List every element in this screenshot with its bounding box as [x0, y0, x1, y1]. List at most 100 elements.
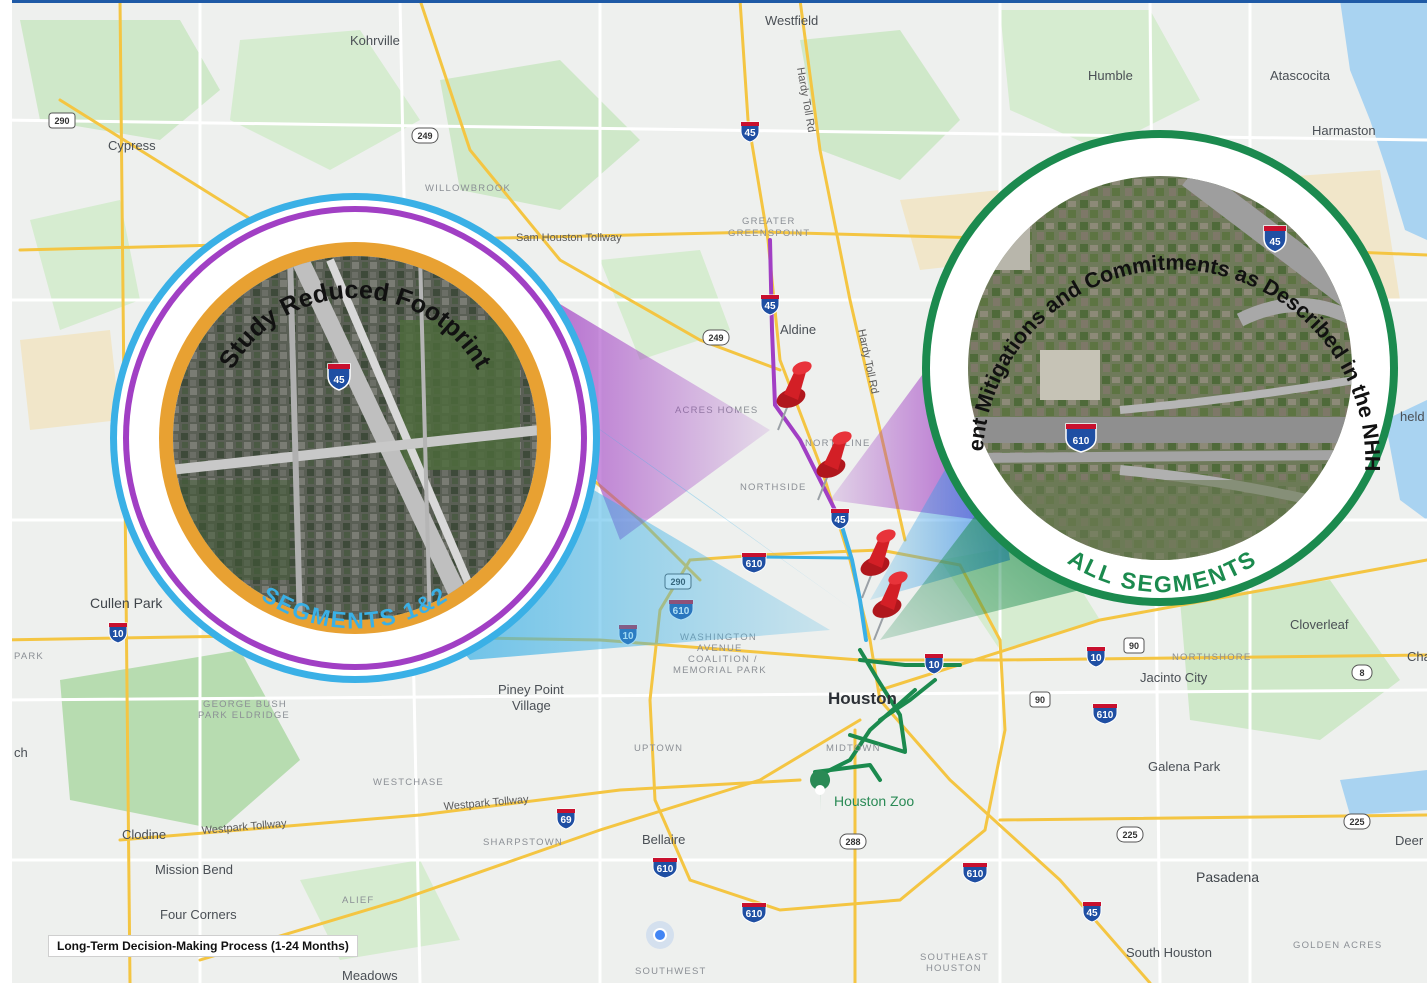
neighborhood-labels: WILLOWBROOK GREATER GREENSPOINT ACRES HO… — [198, 183, 1382, 977]
beam-purple-left — [520, 280, 770, 540]
place-south-houston: South Houston — [1126, 945, 1212, 960]
shield-number: 45 — [744, 128, 756, 139]
shield-number: 610 — [746, 909, 763, 920]
hood-avenue: AVENUE — [697, 643, 743, 654]
hood-westchase: WESTCHASE — [373, 777, 444, 788]
place-kohrville: Kohrville — [350, 33, 400, 48]
shield-number: 10 — [112, 629, 124, 640]
place-meadows: Meadows — [342, 968, 398, 983]
place-clodine: Clodine — [122, 827, 166, 842]
shield-number: 90 — [1035, 695, 1045, 705]
shield-288-icon: 288 — [839, 833, 867, 850]
shield-number: 90 — [1129, 641, 1139, 651]
shield-90-icon: 90 — [1029, 691, 1051, 708]
shield-69-icon: 69 — [556, 808, 576, 830]
shield-45-icon: 45 — [760, 294, 780, 316]
shield-10-icon: 10 — [108, 622, 128, 644]
shield-number: 10 — [1090, 653, 1102, 664]
hood-golden-acres: GOLDEN ACRES — [1293, 940, 1382, 951]
place-galena-park: Galena Park — [1148, 759, 1221, 774]
shield-45-icon: 45 — [830, 508, 850, 530]
shield-number: 45 — [764, 301, 776, 312]
place-cypress: Cypress — [108, 138, 156, 153]
shield-number: 290 — [54, 116, 69, 126]
shield-number: 249 — [417, 131, 432, 141]
place-houston: Houston — [828, 689, 897, 708]
aerial-right-shield-610: 610 — [1065, 423, 1097, 453]
svg-text:45: 45 — [333, 375, 345, 386]
hood-park-eldridge: PARK ELDRIDGE — [198, 710, 290, 721]
current-location-icon — [646, 921, 674, 949]
hood-sharpstown: SHARPSTOWN — [483, 837, 563, 848]
callout-left: 45 Study Reduced Footprint SEGMENTS 1&2 — [110, 193, 600, 683]
shield-290-icon: 290 — [48, 112, 76, 129]
place-park: PARK — [14, 651, 44, 662]
shield-610-icon: 610 — [741, 902, 767, 924]
hood-willowbrook: WILLOWBROOK — [425, 183, 511, 194]
hood-southeast: SOUTHEAST — [920, 952, 989, 963]
shield-249-icon: 249 — [702, 329, 730, 346]
shield-number: 288 — [845, 837, 860, 847]
place-houston-zoo: Houston Zoo — [834, 793, 914, 809]
place-aldine: Aldine — [780, 322, 816, 337]
top-accent-bar — [0, 0, 1427, 3]
aerial-photo-left — [173, 256, 537, 620]
shield-number: 45 — [834, 515, 846, 526]
shield-number: 610 — [746, 559, 763, 570]
place-harmaston: Harmaston — [1312, 123, 1376, 138]
hood-southeast-houston: HOUSTON — [926, 963, 982, 974]
hood-alief: ALIEF — [342, 895, 374, 906]
svg-text:610: 610 — [1073, 436, 1090, 447]
hood-george-bush: GEORGE BUSH — [203, 699, 287, 710]
pushpin-icon — [776, 361, 812, 431]
place-labels: Westfield Kohrville Humble Atascocita Cy… — [14, 13, 1427, 983]
shield-number: 69 — [560, 815, 572, 826]
beam-blue-left-2 — [530, 380, 860, 615]
blue-route-610 — [758, 555, 852, 560]
pushpin-icon — [816, 431, 852, 501]
place-deer: Deer — [1395, 833, 1424, 848]
map-pins — [776, 361, 908, 641]
shield-249-icon: 249 — [411, 127, 439, 144]
shield-number: 610 — [657, 864, 674, 875]
place-piney-point-village: Village — [512, 698, 551, 713]
shield-number: 45 — [1086, 908, 1098, 919]
shield-number: 610 — [967, 869, 984, 880]
hood-uptown: UPTOWN — [634, 743, 683, 754]
svg-text:45: 45 — [1269, 237, 1281, 248]
hood-midtown: MIDTOWN — [826, 743, 881, 754]
shield-610-icon: 610 — [652, 857, 678, 879]
place-jacinto-city: Jacinto City — [1140, 670, 1208, 685]
shield-number: 10 — [928, 660, 940, 671]
place-atascocita: Atascocita — [1270, 68, 1331, 83]
left-margin-strip — [0, 0, 12, 983]
place-piney-point: Piney Point — [498, 682, 564, 697]
shield-number: 249 — [708, 333, 723, 343]
place-pasadena: Pasadena — [1196, 869, 1259, 885]
shield-610-icon: 610 — [1092, 703, 1118, 725]
shield-number: 8 — [1359, 668, 1364, 678]
shield-45-icon: 45 — [740, 121, 760, 143]
hood-northside: NORTHSIDE — [740, 482, 807, 493]
place-humble: Humble — [1088, 68, 1133, 83]
shield-number: 610 — [1097, 710, 1114, 721]
hood-northshore: NORTHSHORE — [1172, 652, 1251, 663]
place-ch: ch — [14, 745, 28, 760]
shield-10-icon: 10 — [1086, 646, 1106, 668]
map-caption: Long-Term Decision-Making Process (1-24 … — [48, 935, 358, 957]
shield-number: 225 — [1349, 817, 1364, 827]
pushpin-icon — [872, 571, 908, 641]
shield-225-icon: 225 — [1116, 826, 1144, 843]
pushpin-icon — [860, 529, 896, 599]
hood-greater: GREATER — [742, 216, 796, 227]
aerial-left-shield-45: 45 — [327, 363, 351, 391]
place-channelview: Cha — [1407, 649, 1427, 664]
hood-memorial-park: MEMORIAL PARK — [673, 665, 767, 676]
place-mission-bend: Mission Bend — [155, 862, 233, 877]
shield-10-icon: 10 — [924, 653, 944, 675]
place-sheldon: held — [1400, 409, 1425, 424]
shield-8-icon: 8 — [1351, 664, 1373, 681]
shield-225-icon: 225 — [1343, 813, 1371, 830]
